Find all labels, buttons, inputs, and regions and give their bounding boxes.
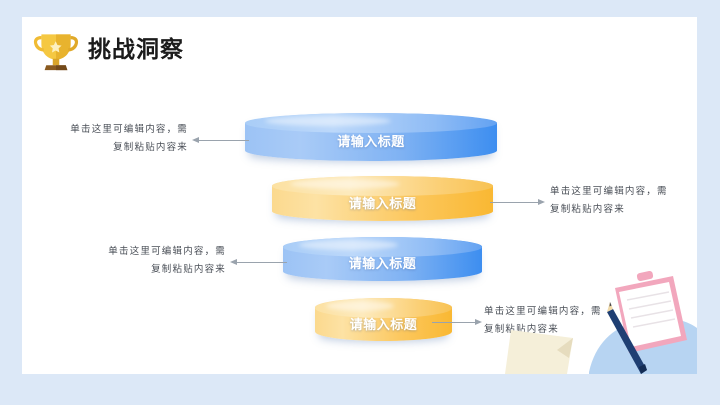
pie-chart-shape — [518, 343, 563, 374]
funnel-step-1-label: 请输入标题 — [337, 135, 405, 150]
funnel-step-2-caption-line2: 复制粘贴内容来 — [550, 204, 625, 215]
funnel-step-3-caption: 单击这里可编辑内容，需 复制粘贴内容来 — [74, 243, 226, 279]
funnel-step-4-caption-line1: 单击这里可编辑内容，需 — [484, 306, 602, 317]
funnel-step-2-connector — [490, 202, 540, 203]
funnel-step-3-highlight — [298, 240, 399, 250]
funnel-step-4[interactable]: 请输入标题 — [315, 298, 452, 341]
page-title: 挑战洞察 — [88, 36, 184, 63]
trophy-icon — [33, 34, 79, 71]
funnel-step-3[interactable]: 请输入标题 — [283, 237, 482, 281]
funnel-step-1-caption-line2: 复制粘贴内容来 — [113, 142, 188, 153]
funnel-step-2-caption: 单击这里可编辑内容，需 复制粘贴内容来 — [550, 183, 697, 219]
funnel-step-2-arrowhead — [538, 198, 545, 205]
funnel-step-2-top — [272, 176, 493, 196]
funnel-step-3-caption-line2: 复制粘贴内容来 — [151, 264, 226, 275]
funnel-step-1-caption-line1: 单击这里可编辑内容，需 — [70, 124, 188, 135]
funnel-step-3-connector — [235, 262, 287, 263]
funnel-step-1-top — [245, 113, 497, 133]
funnel-step-2[interactable]: 请输入标题 — [272, 176, 493, 221]
funnel-step-4-top — [315, 298, 452, 318]
funnel-step-4-caption-line2: 复制粘贴内容来 — [484, 324, 559, 335]
funnel-step-1-highlight — [265, 116, 392, 126]
funnel-step-3-caption-line1: 单击这里可编辑内容，需 — [108, 246, 226, 257]
funnel-step-4-caption: 单击这里可编辑内容，需 复制粘贴内容来 — [484, 303, 636, 339]
funnel-step-1[interactable]: 请输入标题 — [245, 113, 497, 161]
funnel-step-4-arrowhead — [475, 318, 482, 325]
funnel-step-2-highlight — [289, 179, 401, 189]
funnel-step-1-connector — [197, 140, 249, 141]
funnel-step-4-connector — [432, 322, 477, 323]
funnel-step-2-caption-line1: 单击这里可编辑内容，需 — [550, 186, 668, 197]
funnel-step-2-label: 请输入标题 — [348, 196, 417, 212]
funnel-step-3-arrowhead — [230, 258, 237, 265]
slide-card: 挑战洞察 请输入标题 单击这里可编辑内容，需 复制粘贴内容来 请输入标题 单击这… — [22, 17, 697, 374]
funnel-step-4-label: 请输入标题 — [349, 317, 418, 333]
funnel-step-4-highlight — [325, 301, 395, 311]
slide-header: 挑战洞察 — [30, 23, 184, 75]
funnel-step-1-caption: 单击这里可编辑内容，需 复制粘贴内容来 — [36, 121, 188, 157]
funnel-step-3-top — [283, 237, 482, 257]
funnel-step-1-arrowhead — [192, 136, 199, 143]
funnel-step-3-label: 请输入标题 — [348, 257, 417, 272]
